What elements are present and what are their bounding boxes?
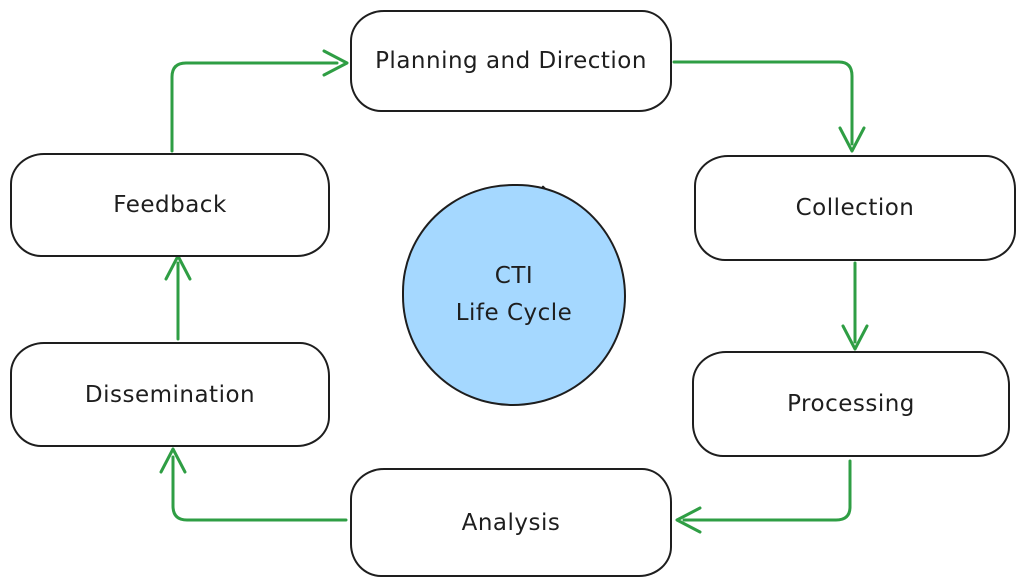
arrow-feedback-to-planning[interactable] bbox=[170, 49, 349, 153]
arrow-line bbox=[171, 455, 348, 522]
arrowhead-down-icon bbox=[841, 324, 869, 351]
center-circle-cti-life-cycle[interactable]: CTI Life Cycle bbox=[402, 184, 626, 406]
node-label: Planning and Direction bbox=[375, 48, 647, 74]
node-feedback[interactable]: Feedback bbox=[10, 153, 330, 257]
arrowhead-left-icon bbox=[675, 506, 702, 534]
node-processing[interactable]: Processing bbox=[692, 351, 1010, 457]
node-analysis[interactable]: Analysis bbox=[350, 468, 672, 577]
circle-label-line1: CTI bbox=[494, 263, 534, 290]
node-planning-and-direction[interactable]: Planning and Direction bbox=[350, 10, 672, 112]
arrow-line bbox=[682, 459, 852, 522]
arrowhead-right-icon bbox=[322, 49, 349, 77]
arrowhead-up-icon bbox=[159, 447, 187, 474]
node-label: Feedback bbox=[113, 192, 227, 218]
node-label: Processing bbox=[787, 391, 915, 417]
arrowhead-down-icon bbox=[838, 126, 866, 153]
node-label: Dissemination bbox=[84, 381, 256, 408]
arrow-line bbox=[672, 60, 854, 146]
arrow-collection-to-processing[interactable] bbox=[841, 261, 869, 351]
arrow-processing-to-analysis[interactable] bbox=[675, 459, 852, 534]
arrow-line bbox=[170, 61, 339, 153]
circle-label-line2: Life Cycle bbox=[455, 300, 573, 326]
arrow-analysis-to-dissemination[interactable] bbox=[159, 447, 348, 522]
node-label: Analysis bbox=[461, 509, 561, 536]
node-dissemination[interactable]: Dissemination bbox=[10, 342, 330, 447]
arrow-dissemination-to-feedback[interactable] bbox=[164, 254, 192, 341]
arrow-planning-to-collection[interactable] bbox=[672, 60, 866, 153]
node-label: Collection bbox=[795, 195, 915, 221]
node-collection[interactable]: Collection bbox=[694, 155, 1016, 261]
